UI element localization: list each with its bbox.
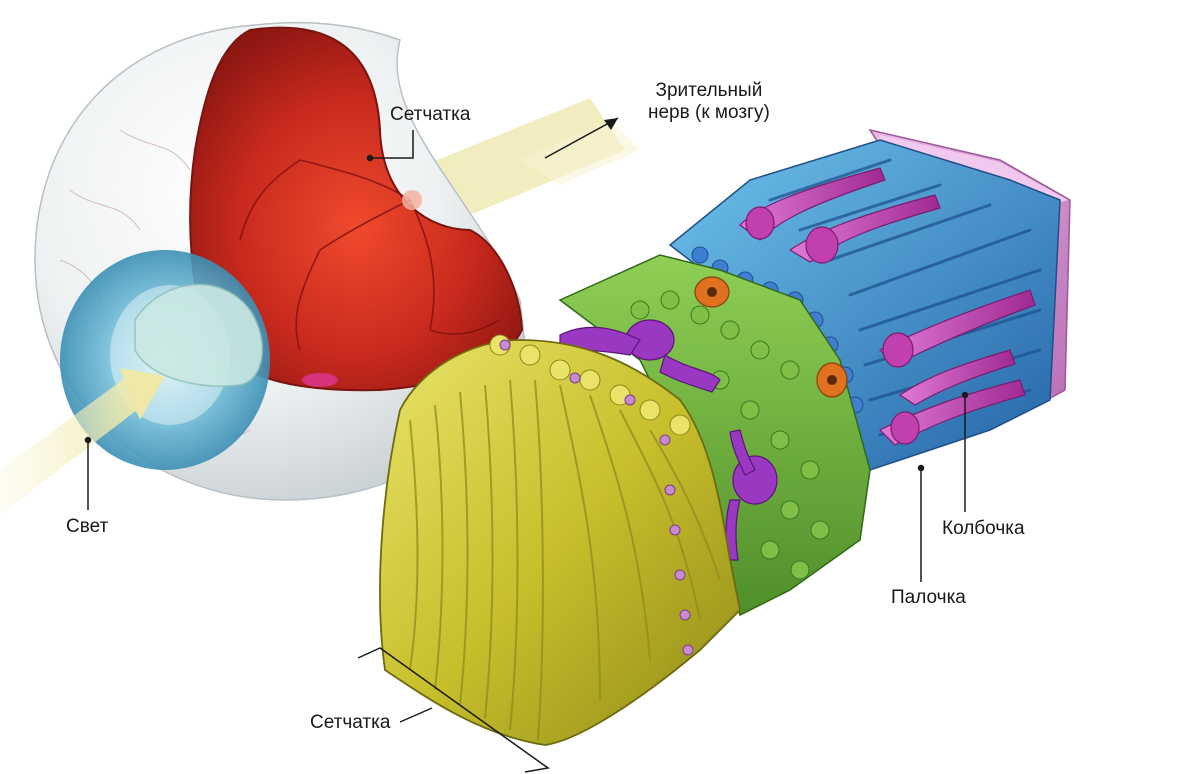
optic-nerve-beam (400, 98, 625, 215)
label-cone: Колбочка (942, 518, 1025, 539)
label-retina-eye: Сетчатка (390, 104, 471, 125)
retina-block (379, 128, 1071, 746)
leader-lines (84, 117, 969, 773)
ganglion-fiber-layer (379, 339, 741, 746)
bracket-retina-thickness (357, 647, 550, 773)
leader-optic-nerve (544, 117, 619, 159)
label-retina-block: Сетчатка (310, 712, 391, 733)
label-light: Свет (66, 516, 109, 537)
label-rod: Палочка (891, 587, 966, 608)
leader-retina-top (370, 130, 414, 159)
label-optic-nerve-line1: Зрительный (655, 80, 763, 101)
label-optic-nerve: Зрительный нерв (к мозгу) (648, 80, 770, 124)
lens (134, 283, 263, 387)
label-optic-nerve-line2: нерв (к мозгу) (648, 102, 770, 123)
eyeball (0, 21, 640, 515)
light-beam (0, 378, 150, 515)
